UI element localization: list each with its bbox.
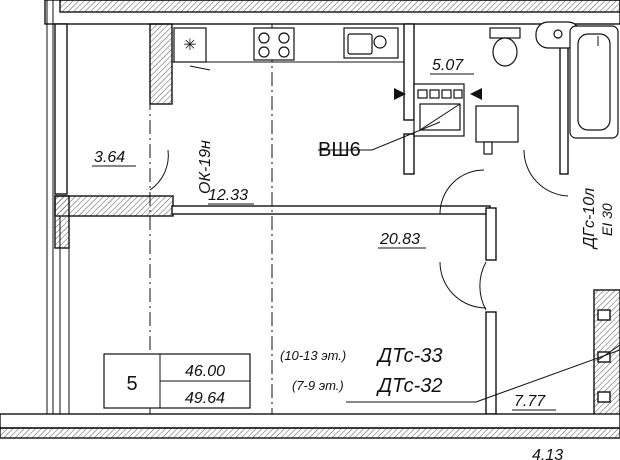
bottom-wall xyxy=(0,413,620,439)
svg-text:✳: ✳ xyxy=(183,37,196,54)
next-area: 4.13 xyxy=(532,447,563,460)
washbasin-icon xyxy=(535,21,581,49)
toilet-icon xyxy=(489,27,521,67)
floors-a: (10-13 эт.) xyxy=(280,348,346,363)
kitchen-fixtures: ✳ xyxy=(172,27,404,63)
stove-icon xyxy=(253,27,295,61)
arrow-left-icon xyxy=(470,88,482,100)
fridge-icon: ✳ xyxy=(173,27,207,63)
area-underlines xyxy=(92,73,556,411)
living-total: 46.00 xyxy=(185,363,225,380)
total-area: 49.64 xyxy=(185,390,225,407)
loggia-area: 3.64 xyxy=(94,149,125,166)
leader-lines xyxy=(189,65,620,403)
arrow-right-icon xyxy=(394,88,406,100)
fire-rating: EI 30 xyxy=(599,203,615,236)
living-area: 20.83 xyxy=(379,231,420,248)
boiler-cabinet-icon xyxy=(394,83,482,137)
floors-b: (7-9 эт.) xyxy=(292,378,344,393)
apartment-number: 5 xyxy=(126,373,137,395)
door-mark: ДГс-10л xyxy=(581,188,598,250)
hall-area: 7.77 xyxy=(514,393,546,410)
partitions xyxy=(171,23,620,421)
kitchen-area: 12.33 xyxy=(208,187,248,204)
loggia-walls xyxy=(46,0,174,418)
apartment-summary xyxy=(103,353,251,409)
top-wall xyxy=(44,0,620,25)
door-swings xyxy=(149,149,620,361)
door-a: ДТс-33 xyxy=(376,345,443,367)
door-b: ДТс-32 xyxy=(376,375,443,397)
window-mark: ОК-19н xyxy=(197,140,214,194)
sink-icon xyxy=(343,27,399,59)
washing-machine-icon xyxy=(475,105,519,155)
cabinet-mark: ВШ6 xyxy=(318,139,361,161)
axis-lines xyxy=(149,24,273,414)
bathroom-area: 5.07 xyxy=(432,57,464,74)
bathroom-fixtures xyxy=(394,21,619,155)
bathtub-icon xyxy=(569,25,619,139)
